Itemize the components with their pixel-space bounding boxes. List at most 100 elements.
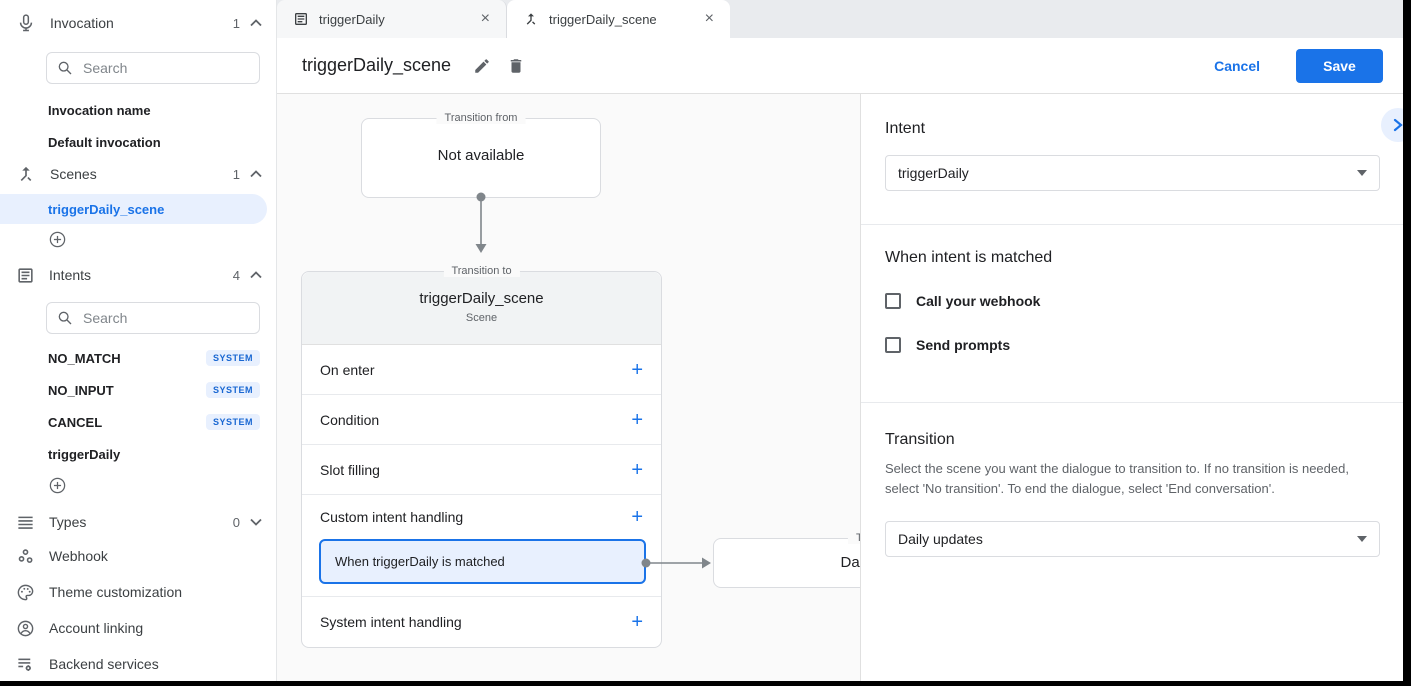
call-webhook-option[interactable]: Call your webhook	[885, 293, 1387, 309]
sidebar-item-no-input[interactable]: NO_INPUT SYSTEM	[0, 374, 276, 406]
scene-row-on-enter: On enter +	[302, 345, 661, 395]
scenes-merge-icon	[16, 164, 36, 184]
add-system-intent-button[interactable]: +	[631, 611, 643, 633]
matched-heading: When intent is matched	[885, 249, 1053, 266]
intent-select[interactable]: triggerDaily	[885, 155, 1380, 191]
close-tab-icon[interactable]: ×	[704, 10, 714, 27]
sidebar-item-cancel[interactable]: CANCEL SYSTEM	[0, 406, 276, 438]
intent-select-value: triggerDaily	[898, 165, 969, 181]
transition-from-value: Not available	[437, 147, 525, 164]
section-label: Invocation	[50, 15, 114, 31]
section-label: Intents	[49, 267, 92, 283]
intent-tab-icon	[293, 11, 309, 27]
section-label: Scenes	[50, 166, 97, 182]
sidebar-section-invocation[interactable]: Invocation 1	[0, 8, 276, 38]
chevron-down-icon[interactable]	[250, 518, 262, 526]
section-count: 0	[232, 514, 240, 530]
add-circle-icon	[48, 476, 67, 495]
chevron-up-icon[interactable]	[250, 19, 262, 27]
webhook-icon	[16, 547, 35, 566]
cancel-button[interactable]: Cancel	[1214, 57, 1260, 74]
intent-edit-panel: Intent triggerDaily When intent is match…	[860, 94, 1403, 681]
search-icon	[57, 310, 73, 326]
next-transition-legend: Transition to	[847, 532, 860, 544]
invocation-search-input[interactable]	[83, 60, 213, 76]
main-area: triggerDaily × triggerDaily_scene × trig…	[277, 0, 1403, 681]
scene-row-slot-filling: Slot filling +	[302, 445, 661, 495]
collapse-panel-button[interactable]	[1381, 108, 1403, 142]
transition-heading: Transition	[885, 431, 955, 448]
sidebar-section-scenes[interactable]: Scenes 1	[0, 158, 276, 190]
close-tab-icon[interactable]: ×	[480, 10, 490, 27]
next-transition-box: Transition to Daily updates	[713, 532, 860, 588]
add-custom-intent-button[interactable]: +	[631, 506, 643, 528]
sidebar-item-backend-services[interactable]: Backend services	[0, 646, 276, 681]
section-count: 1	[232, 166, 240, 182]
section-count: 1	[232, 15, 240, 31]
add-on-enter-button[interactable]: +	[631, 358, 643, 381]
system-badge: SYSTEM	[205, 414, 260, 430]
tab-triggerdaily-scene[interactable]: triggerDaily_scene ×	[507, 0, 730, 38]
palette-icon	[16, 583, 35, 602]
sidebar-item-invocation-name[interactable]: Invocation name	[48, 102, 151, 118]
sidebar-item-default-invocation[interactable]: Default invocation	[48, 134, 161, 150]
edit-pencil-icon[interactable]	[473, 57, 491, 75]
sidebar-section-types[interactable]: Types 0	[0, 506, 276, 538]
send-prompts-checkbox[interactable]	[885, 337, 901, 353]
account-circle-icon	[16, 619, 35, 638]
save-button[interactable]: Save	[1296, 48, 1383, 83]
transition-to-legend: Transition to	[443, 265, 520, 277]
sidebar-item-webhook[interactable]: Webhook	[0, 538, 276, 574]
sidebar-item-account-linking[interactable]: Account linking	[0, 610, 276, 646]
workspace: Transition from Not available Transition…	[277, 94, 1403, 681]
editor-tabstrip: triggerDaily × triggerDaily_scene ×	[277, 0, 1403, 38]
transition-select[interactable]: Daily updates	[885, 521, 1380, 558]
dropdown-caret-icon	[1357, 536, 1367, 543]
backend-services-icon	[16, 655, 35, 674]
sidebar-section-intents[interactable]: Intents 4	[0, 258, 276, 292]
intents-search[interactable]	[46, 302, 260, 334]
sidebar-item-theme-customization[interactable]: Theme customization	[0, 574, 276, 610]
next-transition-value: Daily updates	[840, 554, 860, 571]
page-title: triggerDaily_scene	[302, 55, 452, 75]
delete-trash-icon[interactable]	[507, 57, 525, 75]
scene-node-subtitle: Scene	[465, 312, 498, 324]
add-slot-filling-button[interactable]: +	[631, 458, 643, 481]
chevron-up-icon[interactable]	[250, 271, 262, 279]
section-label: Types	[49, 514, 87, 530]
scene-tab-icon	[523, 11, 539, 27]
invocation-search[interactable]	[46, 52, 260, 84]
sidebar-item-no-match[interactable]: NO_MATCH SYSTEM	[0, 342, 276, 374]
add-intent-button[interactable]	[0, 470, 276, 500]
intents-article-icon	[16, 266, 35, 285]
search-icon	[57, 60, 73, 76]
call-webhook-checkbox[interactable]	[885, 293, 901, 309]
add-circle-icon	[48, 230, 67, 249]
sidebar: Invocation 1 Invocation name Default inv…	[0, 0, 277, 681]
intents-search-input[interactable]	[83, 310, 213, 326]
matched-intent-handler-card[interactable]: When triggerDaily is matched	[319, 539, 646, 584]
sidebar-item-triggerdaily-scene[interactable]: triggerDaily_scene	[0, 194, 267, 224]
intent-heading: Intent	[885, 120, 926, 137]
tab-triggerdaily[interactable]: triggerDaily ×	[277, 0, 507, 38]
transition-description: Select the scene you want the dialogue t…	[885, 461, 1349, 497]
sidebar-item-triggerdaily[interactable]: triggerDaily	[48, 446, 121, 462]
send-prompts-option[interactable]: Send prompts	[885, 337, 1387, 353]
transition-select-value: Daily updates	[898, 531, 983, 548]
panel-divider	[861, 402, 1403, 403]
add-condition-button[interactable]: +	[631, 408, 643, 431]
microphone-icon	[16, 13, 36, 33]
system-badge: SYSTEM	[205, 382, 260, 398]
scene-node-header: triggerDaily_scene Scene	[302, 272, 661, 345]
scene-node-card: Transition to triggerDaily_scene Scene O…	[301, 265, 662, 648]
scene-row-custom-intent-handling: Custom intent handling + When triggerDai…	[302, 495, 661, 597]
flow-canvas[interactable]: Transition from Not available Transition…	[277, 94, 860, 681]
section-count: 4	[232, 267, 240, 283]
panel-divider	[861, 224, 1403, 225]
dropdown-caret-icon	[1357, 170, 1367, 176]
scene-row-system-intent-handling: System intent handling +	[320, 611, 643, 633]
system-badge: SYSTEM	[205, 350, 260, 366]
chevron-up-icon[interactable]	[250, 170, 262, 178]
add-scene-button[interactable]	[0, 224, 276, 254]
